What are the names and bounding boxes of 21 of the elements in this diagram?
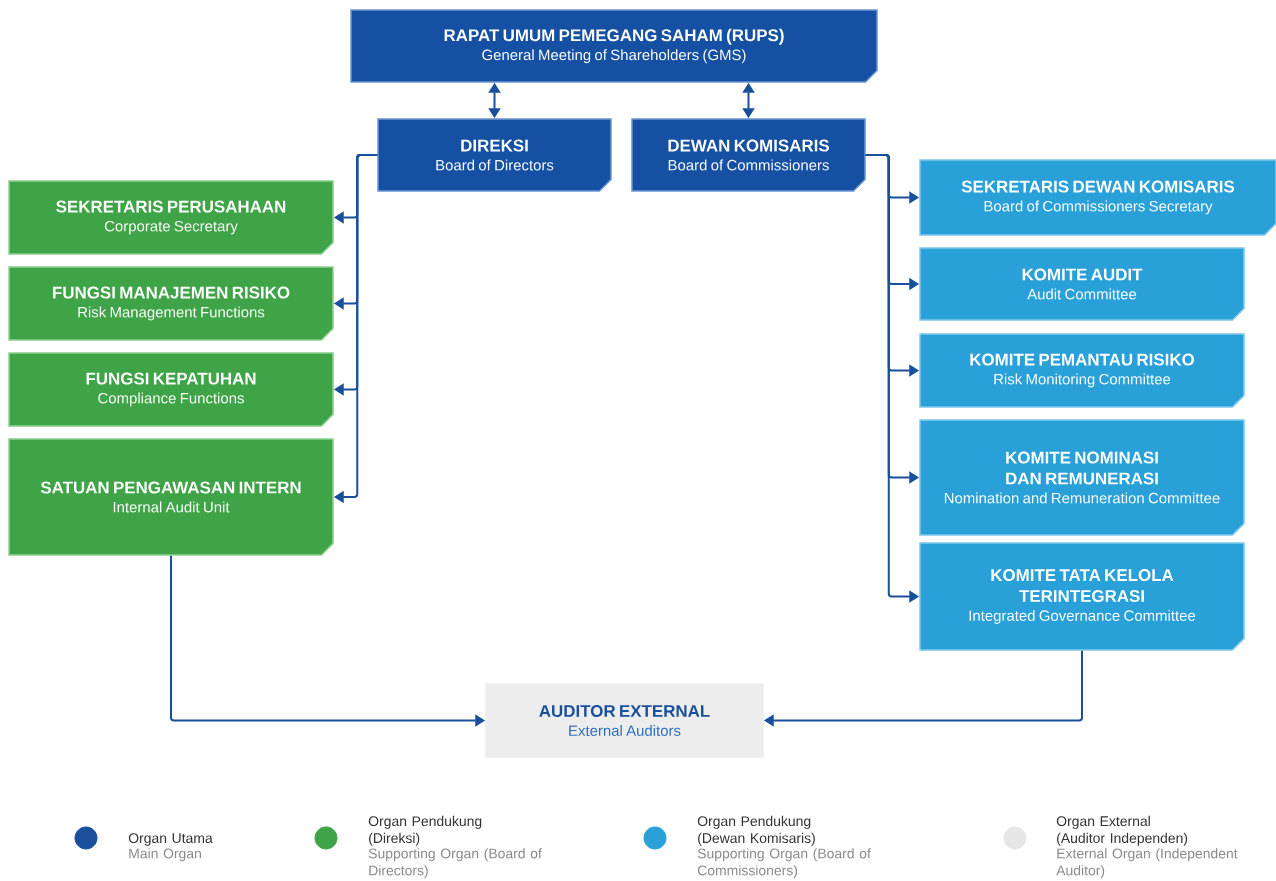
org-box: KOMITE NOMINASI DAN REMUNERASI Nomination and Remuneration Committee — [919, 419, 1245, 536]
org-box: SATUAN PENGAWASAN INTERN Internal Audit Unit — [8, 438, 334, 556]
legend-sublabel: Main Organ — [129, 848, 201, 862]
legend-sublabel: Supporting Organ (Board of Directors) — [368, 848, 542, 879]
external-box: AUDITOR EXTERNAL External Auditors — [485, 683, 764, 758]
legend-label: Organ Pendukung (Direksi) — [368, 815, 482, 846]
org-box: FUNGSI KEPATUHAN Compliance Functions — [8, 352, 334, 427]
org-box: SEKRETARIS DEWAN KOMISARIS Board of Commissioners Secretary — [919, 159, 1276, 236]
legend-sublabel: External Organ (Independent Auditor) — [1056, 848, 1238, 879]
legend-label: Organ Pendukung (Dewan Komisaris) — [697, 815, 815, 846]
org-box: RAPAT UMUM PEMEGANG SAHAM (RUPS) General Meeting of Shareholders (GMS) — [350, 9, 878, 83]
legend-label: Organ External (Auditor Independen) — [1056, 815, 1188, 846]
legend-sublabel: Supporting Organ (Board of Commissioners) — [697, 848, 871, 879]
org-box: KOMITE PEMANTAU RISIKO Risk Monitoring Committee — [919, 333, 1245, 408]
org-box: FUNGSI MANAJEMEN RISIKO Risk Management Functions — [8, 266, 334, 341]
org-box: DIREKSI Board of Directors — [377, 118, 612, 192]
org-box: KOMITE AUDIT Audit Committee — [919, 247, 1245, 321]
org-box: KOMITE TATA KELOLA TERINTEGRASI Integrated Governance Committee — [919, 542, 1245, 651]
org-box: SEKRETARIS PERUSAHAAN Corporate Secretary — [8, 180, 334, 255]
legend-label: Organ Utama — [128, 833, 213, 846]
org-box: DEWAN KOMISARIS Board of Commissioners — [631, 118, 866, 192]
